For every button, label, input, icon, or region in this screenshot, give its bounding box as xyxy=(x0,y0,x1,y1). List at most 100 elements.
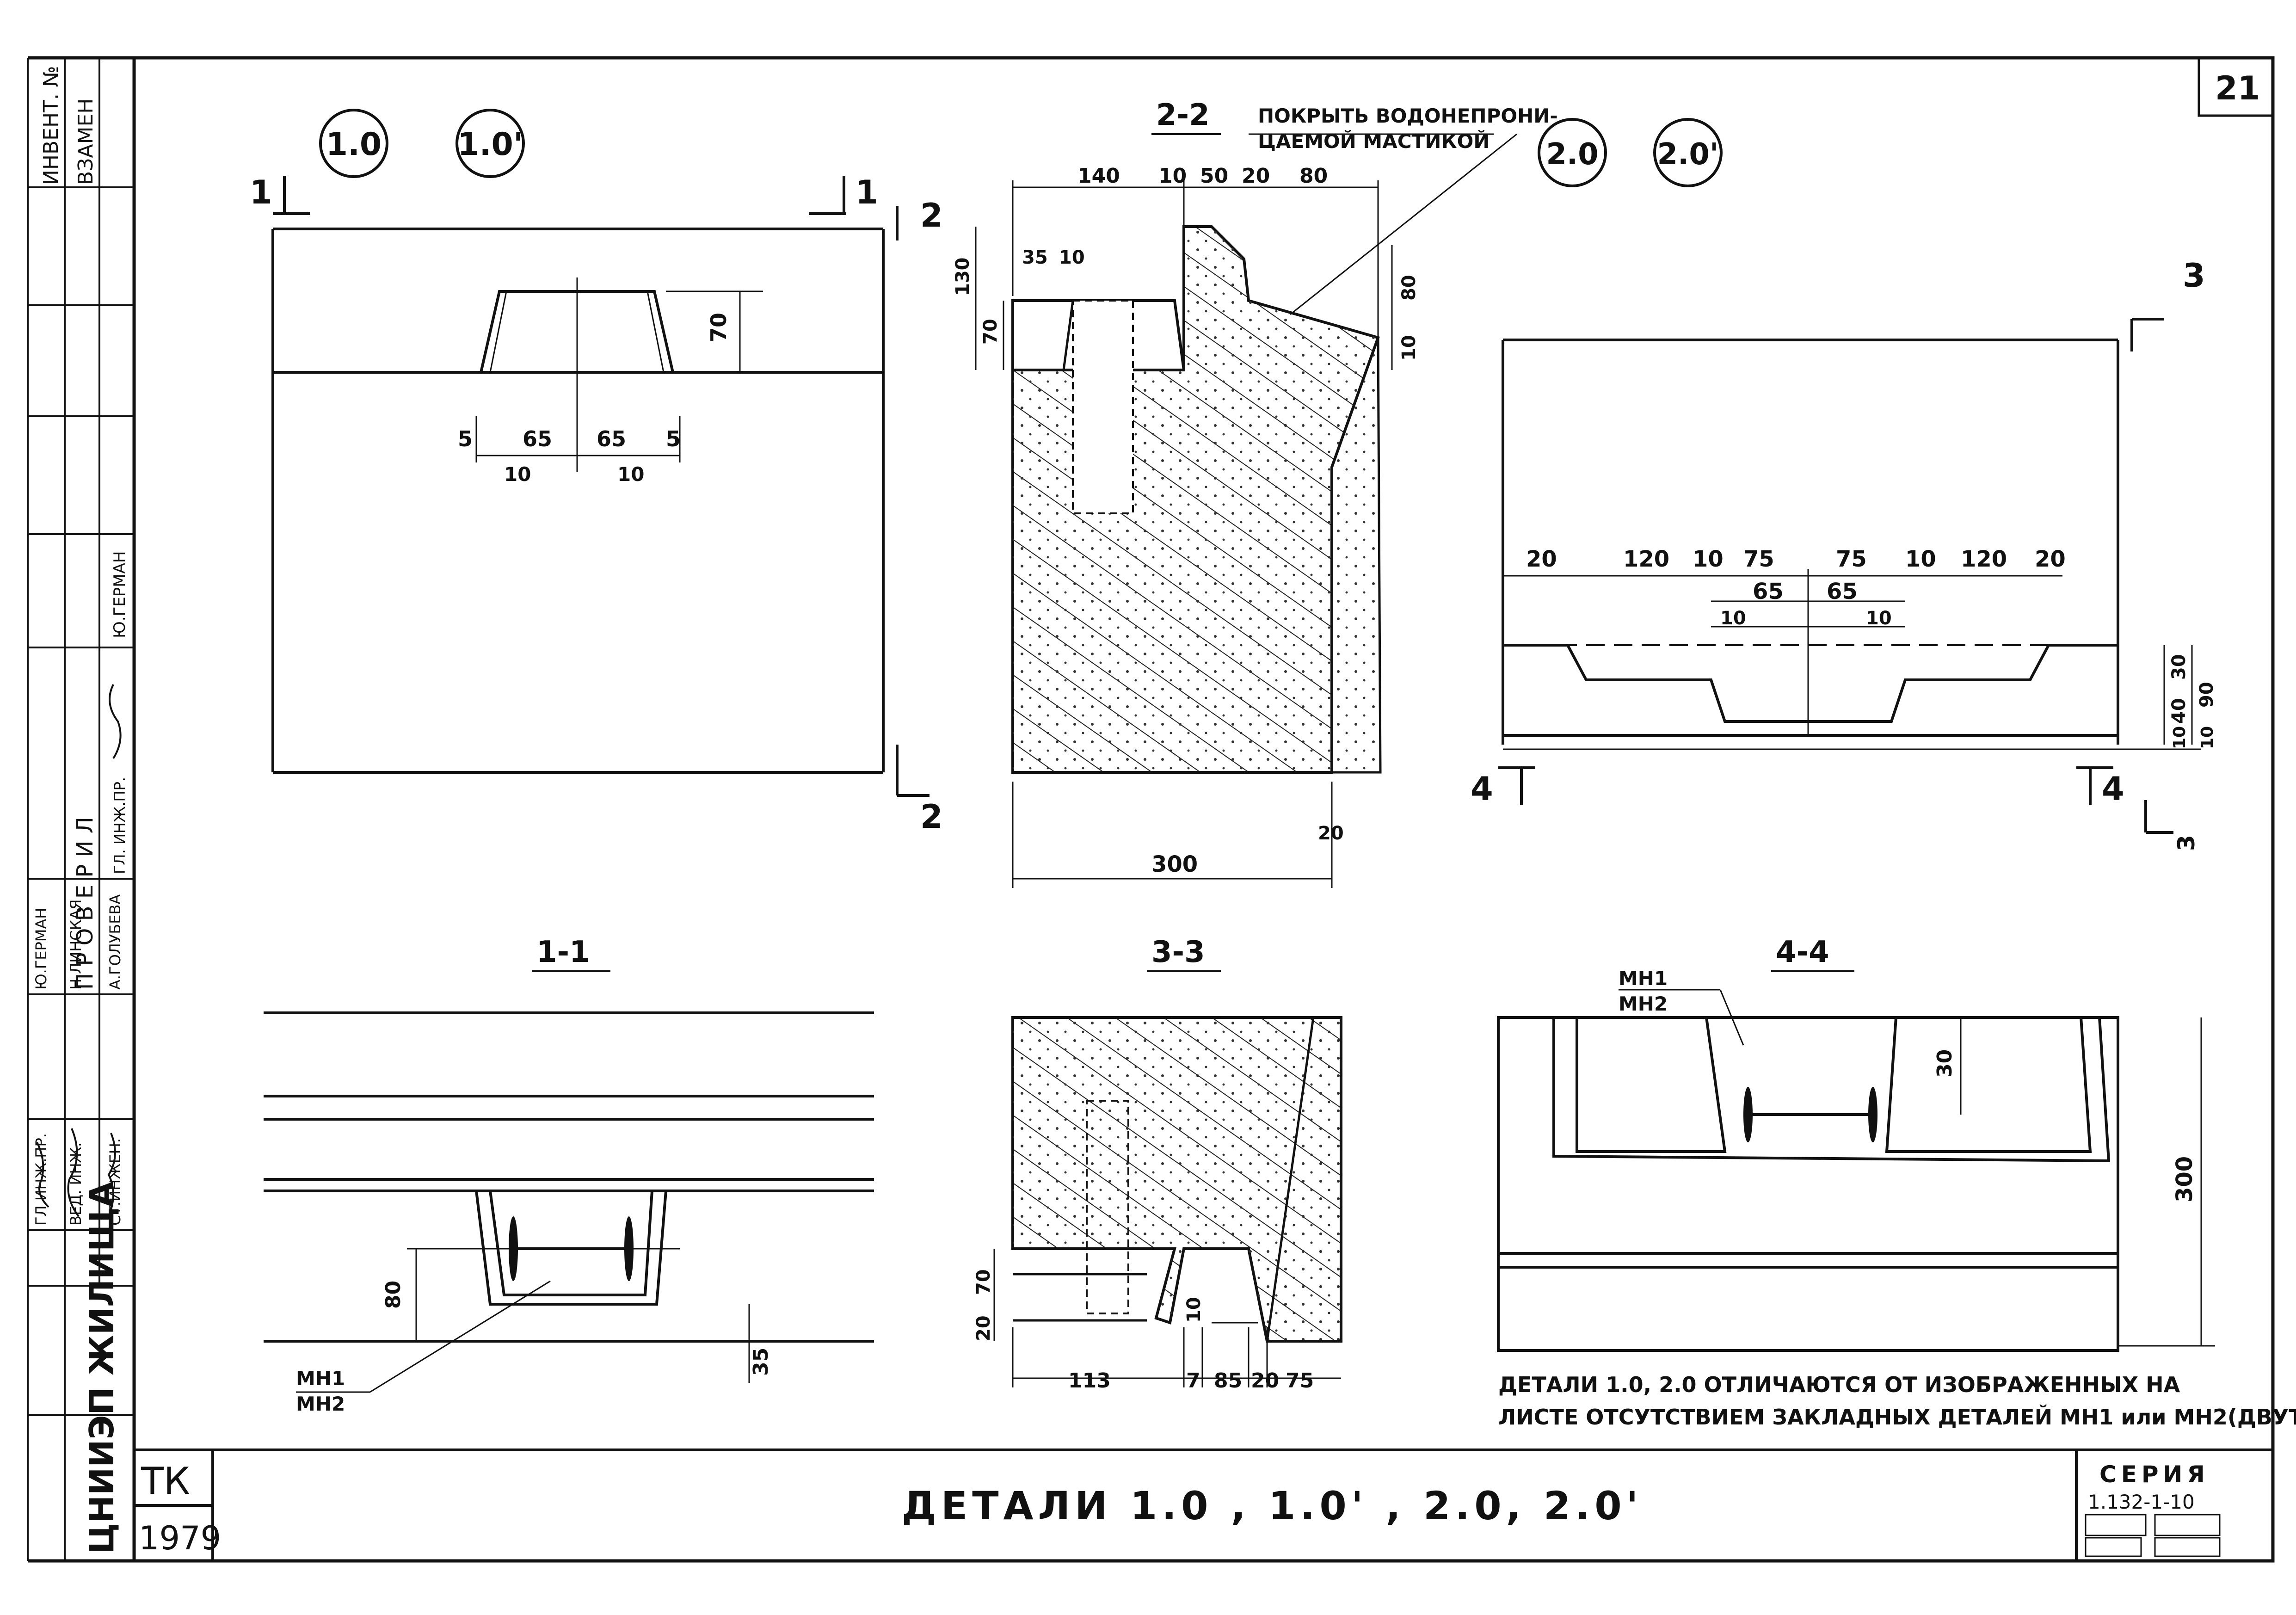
dim-22-35: 35 xyxy=(1022,247,1048,268)
label-mn2-11: МН2 xyxy=(296,1393,345,1415)
stamp-year: 1979 xyxy=(139,1519,221,1557)
section-title-4-4: 4-4 xyxy=(1776,935,1829,969)
dim-p3-20a: 20 xyxy=(1526,546,1557,572)
dim-plan-65b: 65 xyxy=(597,426,626,451)
section-4-4: 4-4 МН1 МН2 30 300 ДЕТАЛИ 1.0, 2.0 ОТЛИЧ… xyxy=(1497,935,2296,1430)
marker-1-0p: 1.0' xyxy=(457,126,523,163)
dim-plan-10a: 10 xyxy=(504,463,531,486)
dim-plan-5a: 5 xyxy=(458,426,473,451)
section-1-1: 1-1 80 35 МН1 МН2 xyxy=(264,935,874,1415)
footnote-line-1: ДЕТАЛИ 1.0, 2.0 ОТЛИЧАЮТСЯ ОТ ИЗОБРАЖЕНН… xyxy=(1498,1372,2180,1397)
dim-22-130: 130 xyxy=(952,258,973,296)
dim-22-20: 20 xyxy=(1242,164,1270,188)
stamp-tk: ТК xyxy=(141,1460,190,1503)
cut-1-left: 1 xyxy=(250,173,272,211)
sheet-number: 21 xyxy=(2215,69,2260,107)
section-title-3-3: 3-3 xyxy=(1151,935,1205,969)
frame xyxy=(28,56,2275,1563)
signature-2 xyxy=(67,1128,80,1217)
dim-p3-10e: 10 xyxy=(2170,726,2189,749)
dim-22-10b: 10 xyxy=(1059,247,1085,268)
dim-p3-120b: 120 xyxy=(1961,546,2007,572)
dim-22-70: 70 xyxy=(980,319,1001,345)
dim-22-140: 140 xyxy=(1077,164,1120,188)
dim-33-20: 20 xyxy=(973,1315,994,1341)
footnote-line-2: ЛИСТЕ ОТСУТСТВИЕМ ЗАКЛАДНЫХ ДЕТАЛЕЙ МН1 … xyxy=(1498,1405,2296,1430)
dim-22-50: 50 xyxy=(1200,164,1228,188)
strip-role-extra: ГЛ. ИНЖ.ПР. xyxy=(111,777,129,874)
note-mastic-2: ЦАЕМОЙ МАСТИКОЙ xyxy=(1258,129,1490,153)
dim-p3-20b: 20 xyxy=(2035,546,2066,572)
cut-4-left: 4 xyxy=(1471,770,1493,808)
dim-33-113: 113 xyxy=(1068,1369,1111,1393)
cut-4-right: 4 xyxy=(2102,770,2124,808)
cut-3-top: 3 xyxy=(2183,257,2205,295)
label-mn1-44: МН1 xyxy=(1619,967,1668,990)
dim-p3-10d: 10 xyxy=(1866,608,1892,629)
section-title-1-1: 1-1 xyxy=(536,935,590,969)
detail-markers: 1.0 1.0' 2.0 2.0' xyxy=(319,109,1723,187)
signature-3 xyxy=(107,1133,116,1217)
dim-33-20b: 20 xyxy=(1251,1369,1279,1393)
dim-11-35: 35 xyxy=(749,1348,773,1376)
strip-header-inv: ИНВЕНТ. № xyxy=(39,66,63,185)
marker-2-0: 2.0 xyxy=(1546,137,1598,172)
dim-44-300: 300 xyxy=(2172,1156,2198,1202)
dim-plan-70: 70 xyxy=(706,313,731,342)
dim-22-80v: 80 xyxy=(1398,275,1420,301)
dim-22-80: 80 xyxy=(1299,164,1328,188)
strip-name-3: А.ГОЛУБЕВА xyxy=(106,894,124,990)
dim-p3-75b: 75 xyxy=(1836,546,1867,572)
series-label: СЕРИЯ xyxy=(2099,1461,2210,1488)
sheet-title: ДЕТАЛИ 1.0 , 1.0' , 2.0, 2.0' xyxy=(902,1483,1643,1529)
dim-p3-10b: 10 xyxy=(1905,546,1936,572)
dim-p3-90: 90 xyxy=(2196,682,2217,708)
dim-11-80: 80 xyxy=(382,1281,405,1309)
section-3-3: 3-3 70 20 10 113 7 85 20 75 xyxy=(973,935,1342,1393)
section-2-2: 2-2 ПОКРЫТЬ ВОДОНЕПРОНИ- ЦАЕМОЙ МАСТИКОЙ… xyxy=(952,98,1558,888)
dim-p3-65a: 65 xyxy=(1753,579,1784,604)
cut-2-top: 2 xyxy=(920,197,943,234)
dim-p3-10c: 10 xyxy=(1720,608,1746,629)
plan-view-3: 3 4 4 3 20 120 10 75 75 10 120 20 65 65 … xyxy=(1471,257,2217,851)
strip-name-2: Н.ЛИНСКАЯ xyxy=(67,900,85,990)
note-mastic-1: ПОКРЫТЬ ВОДОНЕПРОНИ- xyxy=(1258,105,1558,127)
dim-33-75: 75 xyxy=(1286,1369,1314,1393)
dim-plan-65a: 65 xyxy=(523,426,552,451)
strip-header-vzamen: ВЗАМЕН xyxy=(74,99,98,185)
label-mn1-11: МН1 xyxy=(296,1367,345,1390)
dim-22-20b: 20 xyxy=(1318,823,1344,844)
dim-33-70: 70 xyxy=(973,1269,994,1295)
title-block: ТК 1979 ДЕТАЛИ 1.0 , 1.0' , 2.0, 2.0' СЕ… xyxy=(134,1449,2273,1561)
marker-1-0: 1.0 xyxy=(326,126,382,163)
dim-44-30: 30 xyxy=(1933,1049,1957,1078)
dim-p3-10f: 10 xyxy=(2198,726,2217,749)
dim-p3-75a: 75 xyxy=(1743,546,1774,572)
strip-proverial: П Р О В Е Р И Л xyxy=(72,817,98,990)
dim-22-300: 300 xyxy=(1151,851,1198,877)
org-vertical: ЦНИИЭП ЖИЛИЩА xyxy=(82,1181,121,1554)
label-mn2-44: МН2 xyxy=(1619,992,1668,1015)
series-value: 1.132-1-10 xyxy=(2088,1491,2195,1513)
dim-p3-120a: 120 xyxy=(1623,546,1669,572)
dim-33-7: 7 xyxy=(1186,1369,1200,1393)
cut-2-bottom: 2 xyxy=(920,798,943,836)
plan-view-1: 1 1 2 2 70 5 65 65 5 10 10 xyxy=(250,173,943,836)
strip-name-1: Ю.ГЕРМАН xyxy=(32,908,50,990)
cut-1-right: 1 xyxy=(856,173,878,211)
dim-plan-10b: 10 xyxy=(617,463,644,486)
dim-22-10v: 10 xyxy=(1398,335,1420,361)
dim-33-85: 85 xyxy=(1214,1369,1242,1393)
cut-3-bottom: 3 xyxy=(2173,835,2200,851)
sheet-number-box: 21 xyxy=(2198,58,2273,117)
dim-p3-10a: 10 xyxy=(1693,546,1724,572)
strip-proverial-name: Ю.ГЕРМАН xyxy=(111,551,129,638)
dim-p3-30: 30 xyxy=(2168,654,2190,680)
section-title-2-2: 2-2 xyxy=(1156,98,1210,132)
dim-p3-40: 40 xyxy=(2168,698,2190,724)
left-strip: ИНВЕНТ. № ВЗАМЕН П Р О В Е Р И Л Ю.ГЕРМА… xyxy=(27,58,134,1561)
signature-1 xyxy=(36,1142,49,1208)
dim-p3-65b: 65 xyxy=(1827,579,1858,604)
dim-33-10: 10 xyxy=(1183,1297,1205,1323)
